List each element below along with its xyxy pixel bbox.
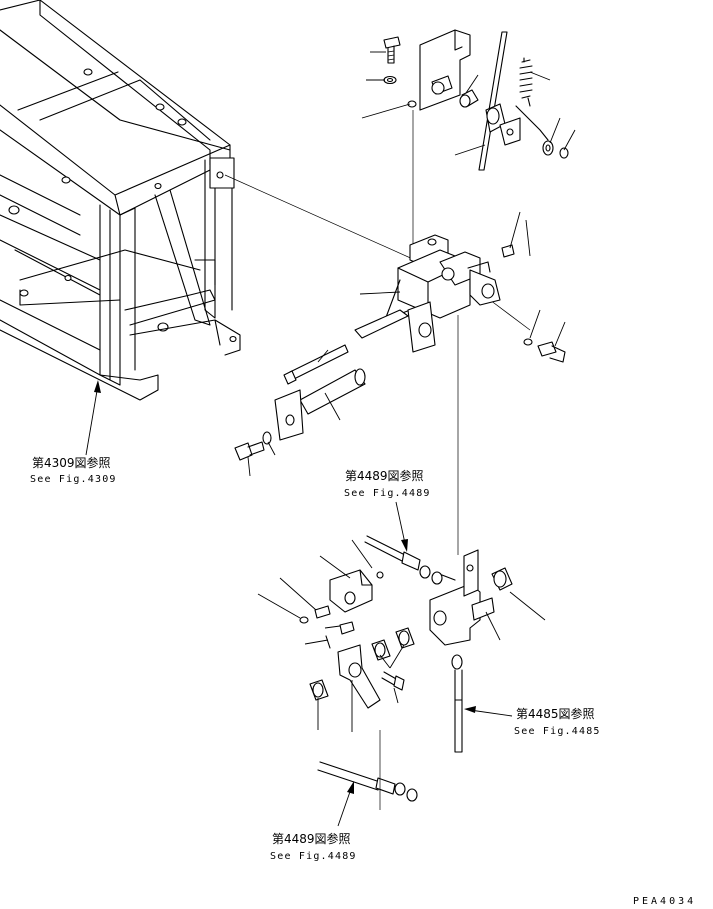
callout-fig4489-lower-en: See Fig.4489 (270, 851, 357, 862)
callout-fig4489-upper[interactable]: 第4489図参照 See Fig.4489 (344, 468, 431, 499)
pin-and-cylinder (234, 344, 366, 477)
frame-assembly (0, 0, 241, 401)
lower-linkage (257, 535, 546, 810)
callout-fig4489-upper-jp: 第4489図参照 (345, 468, 424, 483)
callout-fig4485-jp: 第4485図参照 (516, 706, 595, 721)
top-hardware (361, 29, 576, 171)
callout-fig4309-en: See Fig.4309 (30, 474, 117, 485)
callout-fig4489-lower[interactable]: 第4489図参照 See Fig.4489 (270, 831, 357, 862)
center-bracket-assembly (224, 110, 566, 555)
callout-arrows (85, 380, 513, 827)
callout-fig4309-jp: 第4309図参照 (32, 455, 111, 470)
callout-fig4485[interactable]: 第4485図参照 See Fig.4485 (514, 706, 601, 737)
drawing-code: PEA4034 (633, 896, 696, 907)
callout-fig4489-upper-en: See Fig.4489 (344, 488, 431, 499)
callout-fig4489-lower-jp: 第4489図参照 (272, 831, 351, 846)
callout-fig4485-en: See Fig.4485 (514, 726, 601, 737)
callout-fig4309[interactable]: 第4309図参照 See Fig.4309 (30, 455, 117, 485)
